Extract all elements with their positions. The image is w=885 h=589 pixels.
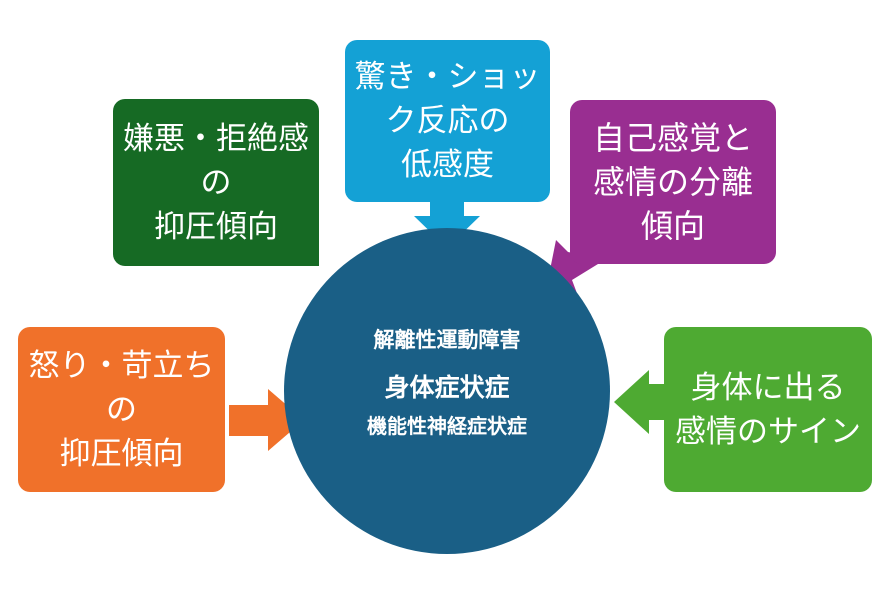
box-line: 低感度 <box>401 147 494 183</box>
box-line: 怒り・苛立ち <box>28 347 215 384</box>
box-line: 感情の分離 <box>592 163 753 201</box>
box-anger-suppression: 怒り・苛立ち の 抑圧傾向 <box>18 327 225 492</box>
box-line: 嫌悪・拒絶感 <box>123 120 309 157</box>
box-line: の <box>106 391 137 428</box>
box-shock-response: 驚き・ショッ ク反応の 低感度 <box>345 40 550 202</box>
box-line: 傾向 <box>640 207 705 245</box>
box-line: 抑圧傾向 <box>59 435 184 472</box>
box-line: 身体に出る <box>690 369 846 406</box>
center-line-3: 機能性神経症状症 <box>367 413 527 438</box>
box-self-emotion-separation: 自己感覚と 感情の分離 傾向 <box>570 100 776 264</box>
box-line: 自己感覚と <box>592 119 753 157</box>
box-body-emotion-signs: 身体に出る 感情のサイン <box>664 327 872 492</box>
box-line: の <box>200 164 232 201</box>
box-disgust-suppression: 嫌悪・拒絶感 の 抑圧傾向 <box>113 99 319 266</box>
center-circle: 解離性運動障害 身体症状症 機能性神経症状症 <box>284 228 610 554</box>
box-line: ク反応の <box>385 103 510 139</box>
arrow-right <box>614 370 664 434</box>
center-line-2: 身体症状症 <box>384 372 510 402</box>
box-line: 抑圧傾向 <box>154 208 278 245</box>
box-line: 感情のサイン <box>675 413 861 450</box>
arrow-top <box>414 202 480 248</box>
box-line: 驚き・ショッ <box>354 59 541 95</box>
center-line-1: 解離性運動障害 <box>373 327 521 352</box>
